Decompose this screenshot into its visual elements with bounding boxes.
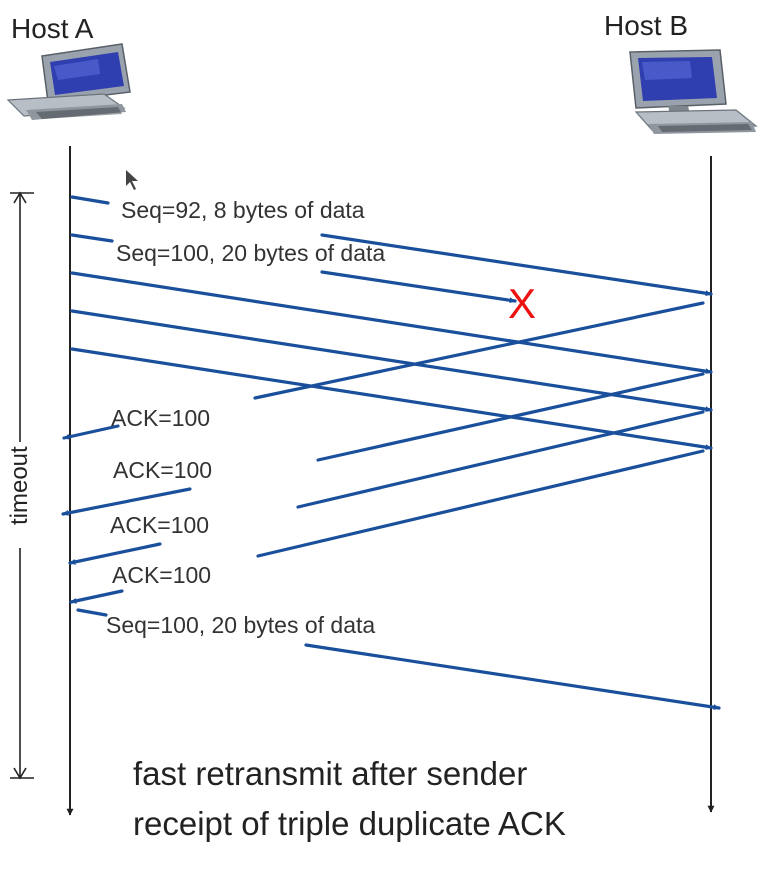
ack4-label: ACK=100 xyxy=(112,562,212,588)
ack1-label: ACK=100 xyxy=(111,405,211,431)
timeout-bracket xyxy=(10,191,34,780)
ack2-label: ACK=100 xyxy=(113,457,213,483)
host-a-label: Host A xyxy=(11,13,94,44)
packet-loss-marker: X xyxy=(508,280,537,327)
seq92-label: Seq=92, 8 bytes of data xyxy=(121,197,365,223)
seq92-arrow-tail xyxy=(320,233,713,297)
ack3-arrow-head xyxy=(68,542,162,565)
host-b-label: Host B xyxy=(604,10,689,41)
seq100-label: Seq=100, 20 bytes of data xyxy=(116,240,386,266)
segment-5-arrow xyxy=(70,347,713,451)
ack2-arrow-head xyxy=(61,487,192,516)
caption-line-2: receipt of triple duplicate ACK xyxy=(133,805,566,842)
ack4-arrow xyxy=(256,449,705,558)
seq92-arrow xyxy=(70,195,110,205)
retransmit-arrow xyxy=(76,608,108,617)
ack3-label: ACK=100 xyxy=(110,512,210,538)
ack2-arrow xyxy=(316,372,705,462)
seq100-lost-arrow xyxy=(70,233,114,243)
caption-line-1: fast retransmit after sender xyxy=(133,755,528,792)
seq100-lost-arrow-tail xyxy=(320,270,517,304)
ack1-arrow-head xyxy=(62,424,120,440)
ack4-arrow-head xyxy=(69,589,124,604)
host-b-computer-icon xyxy=(629,49,758,134)
ack3-arrow xyxy=(296,410,705,509)
mouse-cursor-icon xyxy=(126,170,138,190)
ack1-arrow xyxy=(253,301,705,400)
retransmit-arrow-tail xyxy=(304,643,721,711)
host-a-computer-icon xyxy=(6,43,131,120)
segment-3-arrow xyxy=(70,271,713,375)
segment-4-arrow xyxy=(70,309,713,413)
retransmit-label: Seq=100, 20 bytes of data xyxy=(106,612,376,638)
timeout-label: timeout xyxy=(6,446,33,525)
